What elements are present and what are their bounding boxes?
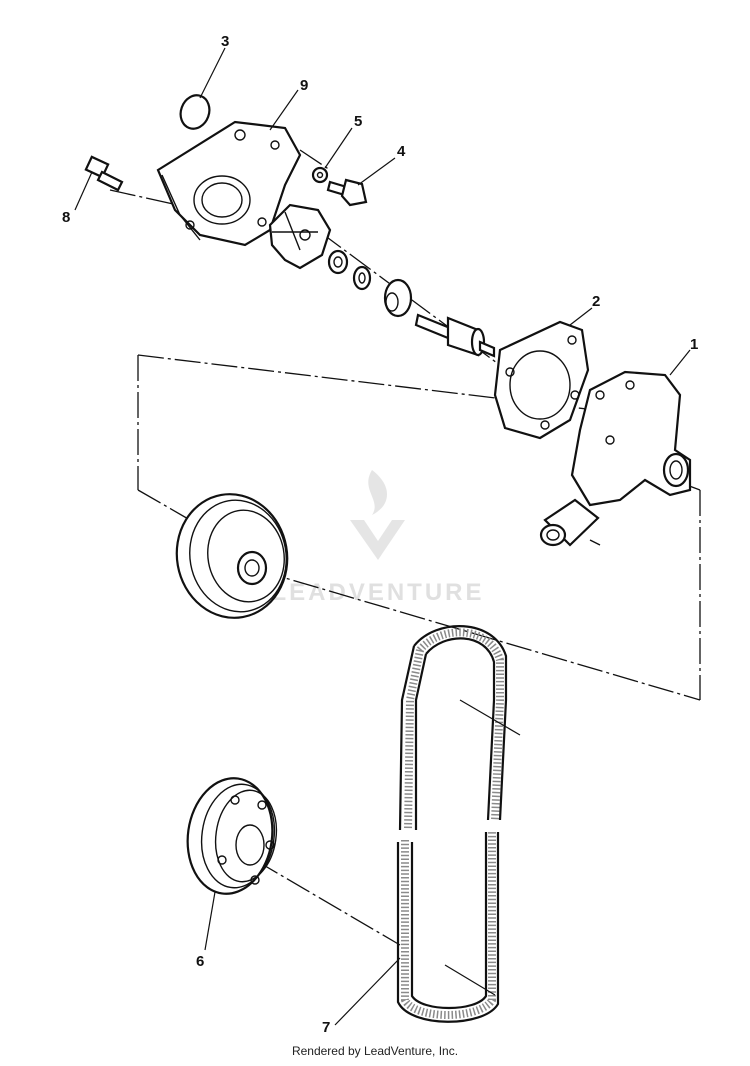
watermark-logo-icon	[350, 470, 405, 560]
callout-4: 4	[397, 143, 406, 160]
o-ring	[179, 94, 211, 130]
shaft-seals	[327, 249, 413, 318]
water-pump-housing	[539, 370, 692, 547]
callout-5: 5	[354, 113, 362, 130]
footer-credit: Rendered by LeadVenture, Inc.	[291, 1044, 459, 1058]
impeller	[268, 203, 332, 270]
pump-shaft	[414, 313, 496, 358]
v-belt	[396, 625, 508, 1023]
gasket	[493, 320, 590, 440]
callout-7: 7	[322, 1019, 330, 1036]
callout-6: 6	[196, 953, 204, 970]
crankshaft-pulley	[186, 777, 278, 895]
washer	[311, 166, 329, 184]
callout-9: 9	[300, 77, 308, 94]
callout-1: 1	[690, 336, 698, 353]
callout-2: 2	[592, 293, 600, 310]
fan-pulley	[175, 493, 289, 619]
callout-8: 8	[62, 209, 70, 226]
callout-3: 3	[221, 33, 229, 50]
watermark-text: LEADVENTURE	[271, 579, 484, 606]
leader-lines	[74, 47, 691, 1026]
pump-cover-plate	[156, 120, 302, 247]
